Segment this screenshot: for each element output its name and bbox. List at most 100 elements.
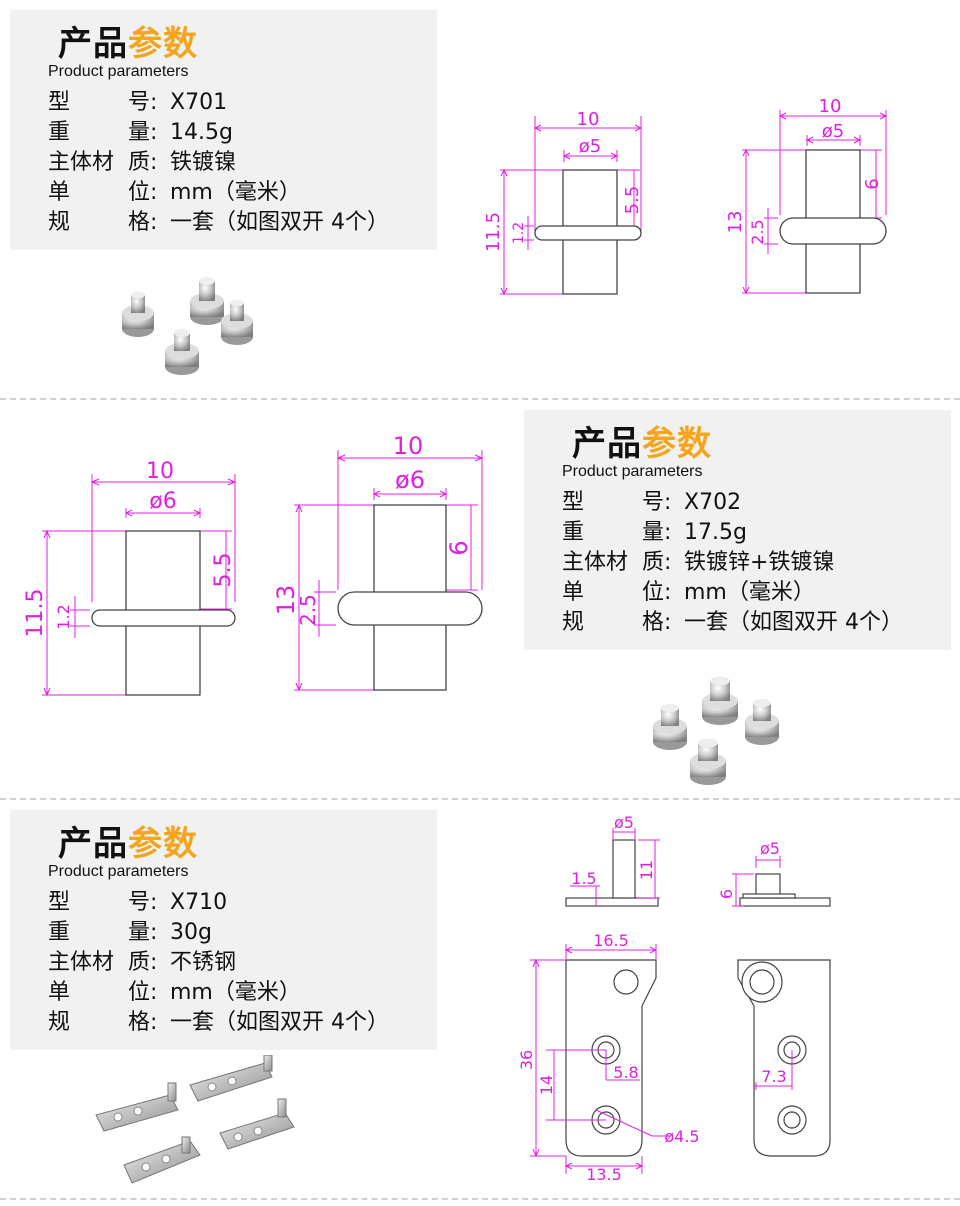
- dim-diameter: ø5: [579, 136, 601, 157]
- spec-row-material: 主体材质:不锈钢: [48, 948, 236, 978]
- dim-top-a-height: 11: [637, 860, 656, 880]
- spec-row-unit: 单位:mm（毫米）: [48, 978, 301, 1008]
- dim-upper: 6: [445, 540, 473, 555]
- spec-value: mm（毫米）: [170, 980, 301, 1005]
- dim-width: 10: [819, 96, 842, 117]
- pin-icon: [702, 676, 738, 725]
- spec-value: mm（毫米）: [684, 580, 815, 605]
- spec-value: 14.5g: [170, 120, 233, 145]
- dim-width: 10: [393, 432, 424, 460]
- spec-row-model: 型号:X701: [48, 88, 227, 118]
- section-title: 产品参数: [58, 816, 198, 865]
- product-photo-pins: [122, 277, 253, 375]
- spec-row-spec: 规格:一套（如图双开 4个）: [562, 608, 903, 638]
- hinge-plate-icon: [123, 1136, 201, 1184]
- dim-top-a-plate: 1.5: [571, 869, 596, 888]
- dim-flange: 2.5: [748, 219, 767, 244]
- dim-hole-pitch: 14: [537, 1075, 556, 1095]
- spec-value: mm（毫米）: [170, 180, 301, 205]
- dimension-drawing-hinge: ø5 11 1.5 ø5 6: [517, 813, 831, 1184]
- spec-panel: 产品参数 Product parameters 型号:X710 重量:30g 主…: [10, 810, 437, 1050]
- product-section-x702: 10 ø6 5.5 11.5 1.2 10 ø6 6 1: [0, 400, 960, 798]
- product-section-x710: 产品参数 Product parameters 型号:X710 重量:30g 主…: [0, 800, 960, 1200]
- section-divider: [0, 398, 960, 400]
- spec-value: 不锈钢: [170, 950, 237, 975]
- spec-row-model: 型号:X702: [562, 488, 741, 518]
- product-section-x701: 产品参数 Product parameters 型号:X701 重量:14.5g…: [0, 0, 960, 398]
- dim-total: 13: [272, 585, 300, 616]
- dim-upper: 5.5: [211, 553, 236, 588]
- title-part-b: 参数: [642, 424, 712, 464]
- spec-panel: 产品参数 Product parameters 型号:X701 重量:14.5g…: [10, 10, 437, 250]
- dim-upper: 5.5: [622, 186, 643, 215]
- spec-value: 铁镀锌+铁镀镍: [684, 550, 835, 575]
- product-photo-hinges: [95, 1055, 295, 1184]
- spec-value: X701: [170, 90, 228, 115]
- dim-total: 11.5: [23, 589, 48, 638]
- pin-icon: [653, 704, 687, 750]
- dimension-drawing-a: 10 ø5 5.5 11.5 1.2: [483, 109, 643, 296]
- section-title: 产品参数: [572, 416, 712, 465]
- dim-hole-dia: ø4.5: [664, 1127, 699, 1146]
- dimension-drawing-b: 10 ø6 6 13 2.5: [272, 432, 484, 692]
- spec-row-material: 主体材质:铁镀锌+铁镀镍: [562, 548, 834, 578]
- spec-value: 一套（如图双开 4个）: [170, 210, 389, 235]
- product-photo-pins: [653, 676, 779, 785]
- hinge-plate-icon: [189, 1055, 273, 1102]
- section-divider: [0, 798, 960, 800]
- title-part-a: 产品: [572, 424, 642, 464]
- spec-row-weight: 重量:14.5g: [48, 118, 233, 148]
- dimension-drawing-b: 10 ø5 6 13 2.5: [725, 96, 888, 295]
- dim-width: 10: [146, 459, 174, 484]
- spec-row-spec: 规格:一套（如图双开 4个）: [48, 1008, 389, 1038]
- dim-top-b-dia: ø5: [760, 839, 780, 858]
- spec-row-unit: 单位:mm（毫米）: [48, 178, 301, 208]
- dim-offset-a: 5.8: [613, 1063, 638, 1082]
- dim-top-b-height: 6: [717, 889, 736, 899]
- dim-width: 10: [577, 109, 600, 130]
- dim-plate-height: 36: [517, 1050, 536, 1070]
- dim-flange: 1.2: [511, 222, 527, 244]
- spec-value: X710: [170, 890, 228, 915]
- spec-row-spec: 规格:一套（如图双开 4个）: [48, 208, 389, 238]
- spec-value: 17.5g: [684, 520, 747, 545]
- section-subtitle: Product parameters: [48, 863, 189, 880]
- spec-row-unit: 单位:mm（毫米）: [562, 578, 815, 608]
- title-part-a: 产品: [58, 824, 128, 864]
- hinge-plate-icon: [95, 1082, 179, 1132]
- section-title: 产品参数: [58, 16, 198, 65]
- section-subtitle: Product parameters: [48, 63, 189, 80]
- title-part-b: 参数: [128, 824, 198, 864]
- dimension-drawing-a: 10 ø6 5.5 11.5 1.2: [23, 459, 237, 697]
- spec-row-model: 型号:X710: [48, 888, 227, 918]
- dim-diameter: ø6: [395, 466, 425, 494]
- hinge-plate-icon: [219, 1098, 295, 1150]
- dim-diameter: ø5: [822, 121, 844, 142]
- dim-diameter: ø6: [149, 489, 176, 514]
- spec-value: 一套（如图双开 4个）: [684, 610, 903, 635]
- pin-icon: [690, 738, 726, 785]
- pin-icon: [221, 299, 253, 345]
- dim-flange: 2.5: [296, 594, 320, 626]
- pin-icon: [745, 699, 779, 745]
- pin-icon: [190, 277, 224, 325]
- pin-icon: [122, 291, 154, 337]
- dim-top-a-dia: ø5: [614, 813, 634, 832]
- section-subtitle: Product parameters: [562, 463, 703, 480]
- spec-row-weight: 重量:17.5g: [562, 518, 747, 548]
- section-divider: [0, 1198, 960, 1200]
- spec-value: 30g: [170, 920, 212, 945]
- dim-total: 13: [725, 211, 746, 234]
- dim-offset-b: 7.3: [761, 1067, 786, 1086]
- dim-bottom-width: 13.5: [586, 1165, 622, 1184]
- dim-flange: 1.2: [54, 604, 73, 629]
- dim-total: 11.5: [483, 212, 504, 252]
- dim-plate-width: 16.5: [593, 931, 629, 950]
- spec-value: 一套（如图双开 4个）: [170, 1010, 389, 1035]
- spec-row-material: 主体材质:铁镀镍: [48, 148, 236, 178]
- spec-panel: 产品参数 Product parameters 型号:X702 重量:17.5g…: [524, 410, 951, 650]
- spec-value: 铁镀镍: [170, 150, 237, 175]
- spec-value: X702: [684, 490, 742, 515]
- spec-row-weight: 重量:30g: [48, 918, 212, 948]
- pin-icon: [165, 329, 199, 375]
